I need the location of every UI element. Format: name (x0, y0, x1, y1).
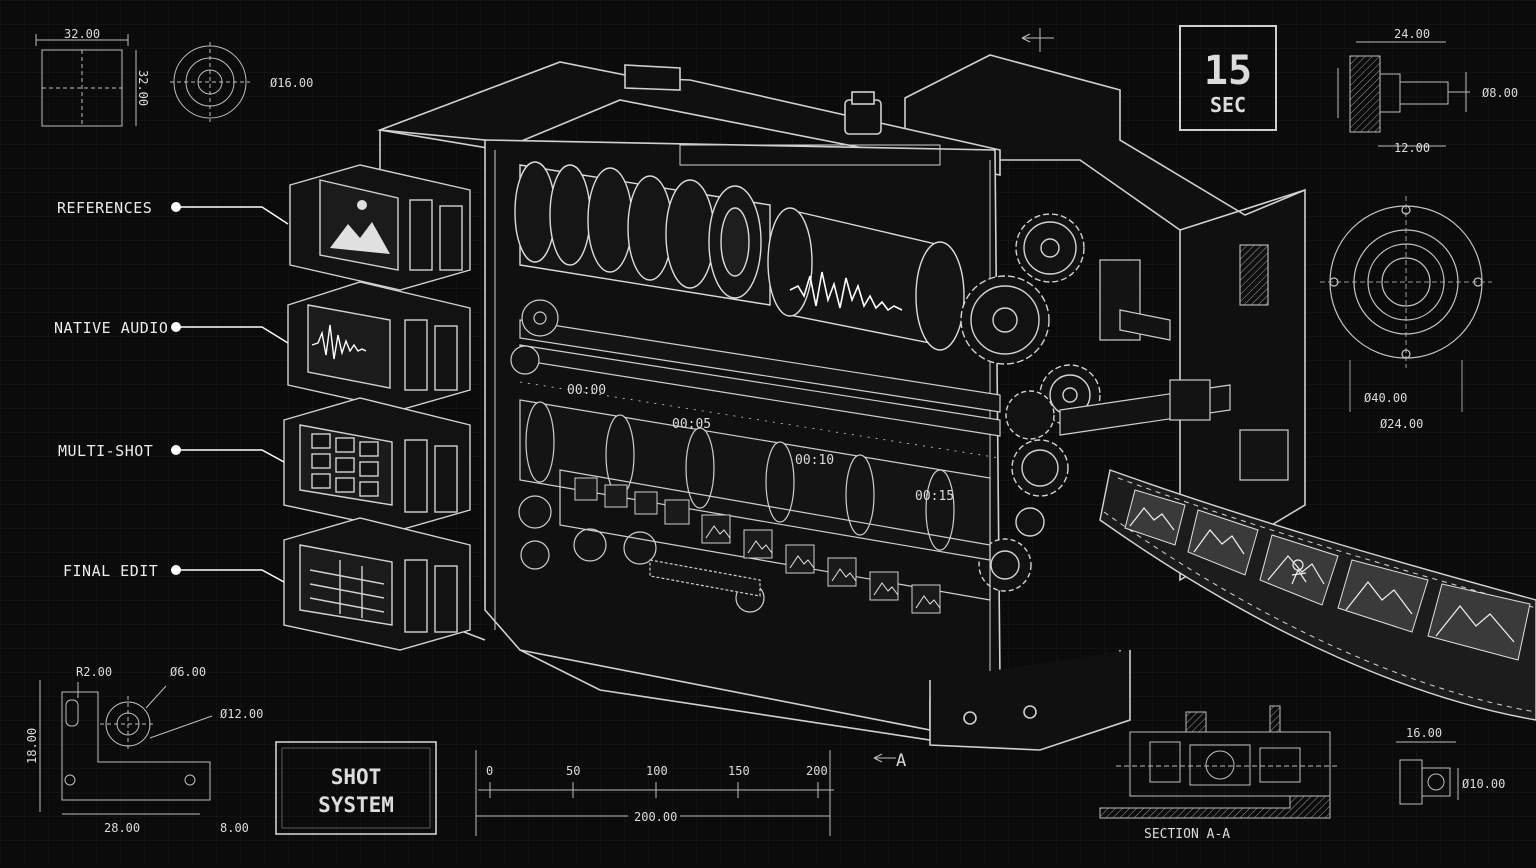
flange-drawing (1320, 196, 1492, 412)
callout-final-edit: FINAL EDIT (63, 562, 285, 583)
internal-film-strip (574, 477, 941, 614)
module-references (289, 164, 471, 291)
dim-diameter-16: Ø16.00 (270, 76, 313, 90)
timecode-5: 00:05 (672, 417, 711, 432)
timecode-10: 00:10 (795, 453, 834, 468)
callout-references-label: REFERENCES (57, 199, 152, 217)
drive-shaft (1059, 259, 1289, 481)
callout-multi-shot-label: MULTI-SHOT (58, 442, 153, 460)
dim-diameter-10: Ø10.00 (1462, 777, 1505, 791)
timeline-rollers (510, 299, 1001, 613)
ruler-tick-150: 150 (728, 764, 750, 778)
dim-radius-2: R2.00 (76, 665, 112, 679)
dim-drawing-top-right (1337, 41, 1470, 147)
input-modules (283, 164, 471, 651)
ruler-tick-50: 50 (566, 764, 580, 778)
module-final-edit (283, 517, 471, 651)
dim-diameter-8: Ø8.00 (1482, 86, 1518, 100)
callout-final-edit-label: FINAL EDIT (63, 562, 158, 580)
callout-multi-shot: MULTI-SHOT (58, 442, 285, 463)
ruler-total: 200.00 (634, 810, 677, 824)
section-drawing (1099, 705, 1340, 819)
callout-references: REFERENCES (57, 199, 289, 225)
timecode-15: 00:15 (915, 489, 954, 504)
title-line-1: SHOT (331, 765, 382, 789)
dim-drawing-bottom-left (39, 680, 213, 815)
dim-offset-8: 8.00 (220, 821, 249, 835)
dim-width-16: 16.00 (1406, 726, 1442, 740)
title-box: SHOT SYSTEM (275, 741, 437, 835)
scale-ruler (475, 750, 834, 836)
section-marker-label: A (896, 751, 906, 771)
audio-drum (767, 207, 965, 351)
title-line-2: SYSTEM (318, 793, 394, 817)
dim-diameter-12: Ø12.00 (220, 707, 263, 721)
crosshair-marker-icon (1021, 28, 1054, 52)
timecode-0: 00:00 (567, 383, 606, 398)
duration-badge: 15 SEC (1179, 25, 1277, 131)
badge-unit: SEC (1210, 93, 1246, 117)
callout-native-audio: NATIVE AUDIO (54, 319, 289, 344)
dim-diameter-24: Ø24.00 (1380, 417, 1423, 431)
dim-width-24: 24.00 (1394, 27, 1430, 41)
dim-width-28: 28.00 (104, 821, 140, 835)
dim-diameter-40: Ø40.00 (1364, 391, 1407, 405)
lens-assembly (514, 161, 771, 306)
ruler-tick-200: 200 (806, 764, 828, 778)
badge-number: 15 (1204, 48, 1252, 94)
ruler-tick-100: 100 (646, 764, 668, 778)
section-marker: A (873, 751, 906, 771)
output-film-strip (1099, 469, 1536, 721)
dim-height-18: 18.00 (25, 728, 39, 764)
section-label: SECTION A-A (1144, 827, 1230, 842)
dim-width-32: 32.00 (64, 27, 100, 41)
module-multi-shot (283, 397, 471, 531)
ruler-tick-0: 0 (486, 764, 493, 778)
dim-drawing-top-left (35, 34, 250, 127)
dim-diameter-6: Ø6.00 (170, 665, 206, 679)
dim-drawing-bottom-right (1396, 741, 1459, 805)
dim-width-12: 12.00 (1394, 141, 1430, 155)
callout-native-audio-label: NATIVE AUDIO (54, 319, 168, 337)
dim-height-32: 32.00 (136, 70, 150, 106)
module-native-audio (287, 281, 471, 411)
